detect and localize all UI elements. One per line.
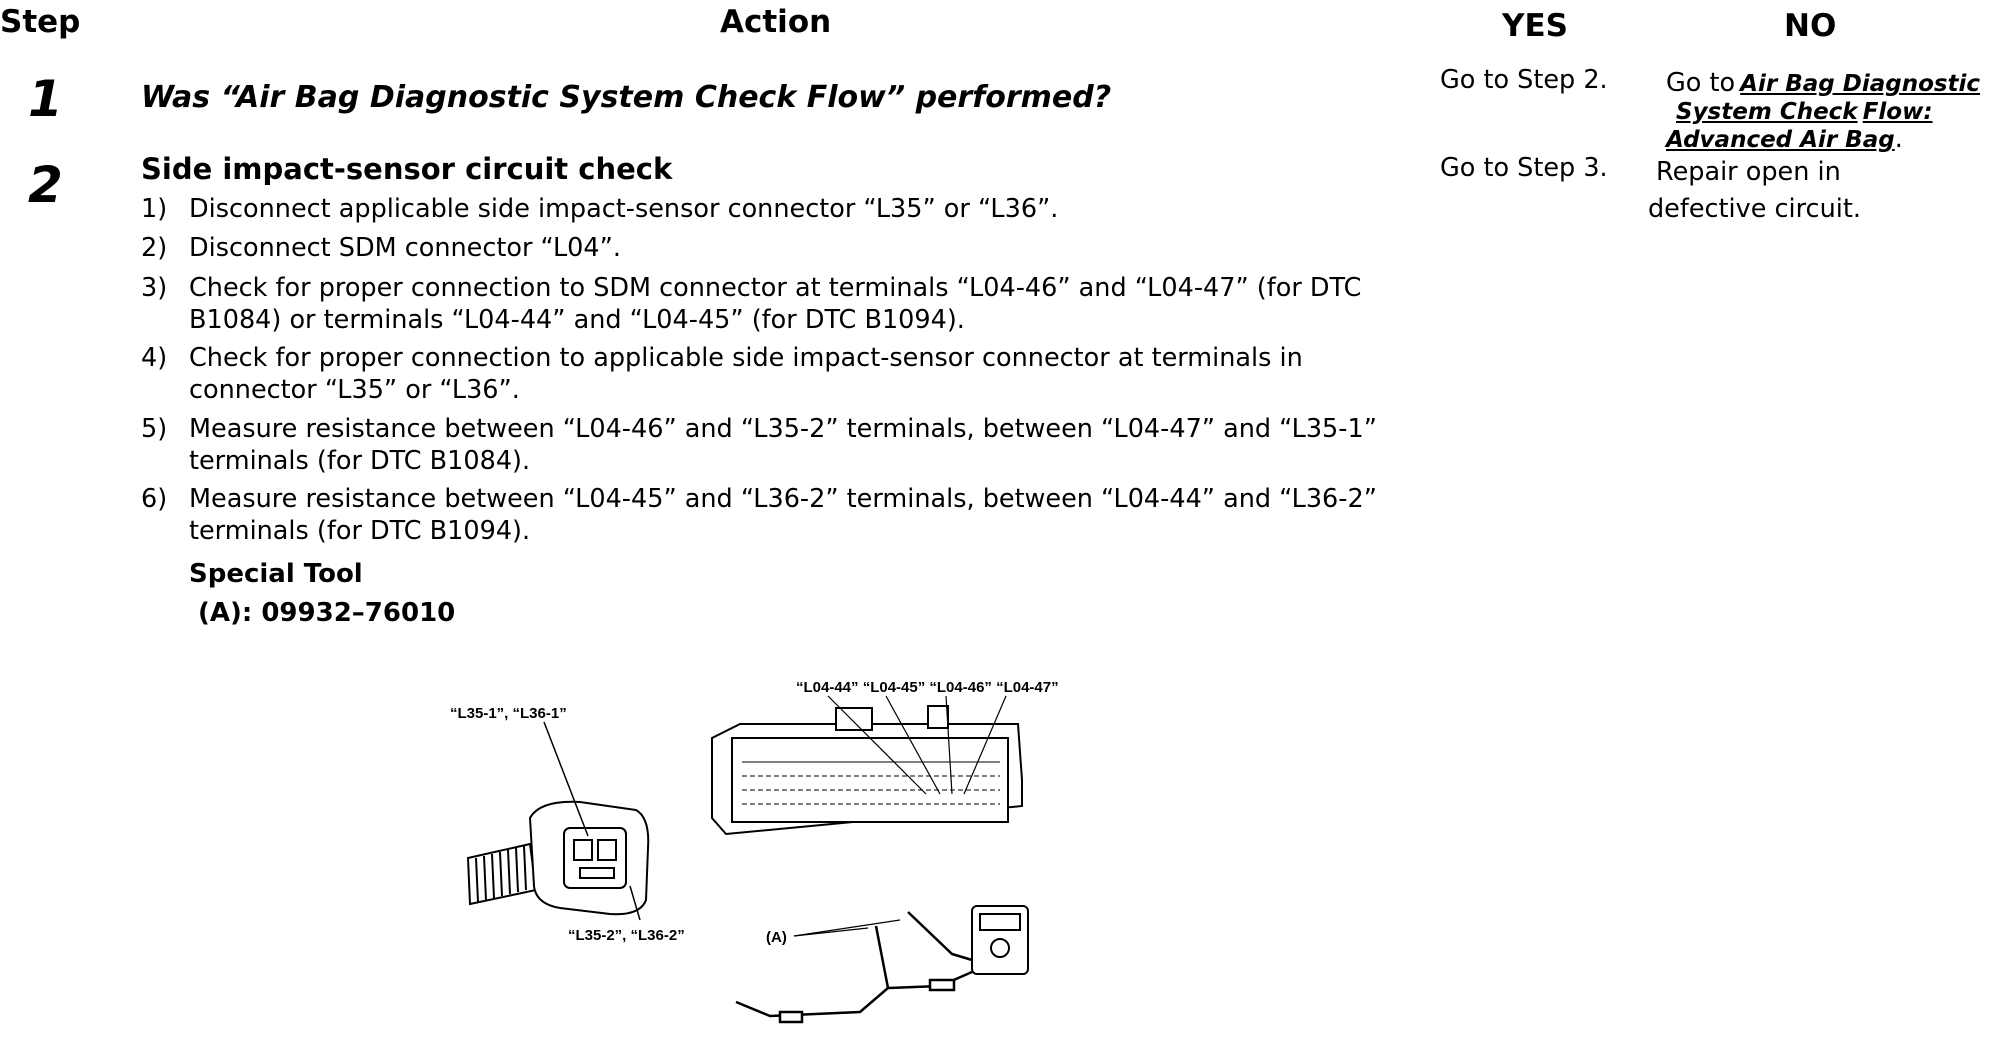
special-tool-label: Special Tool: [189, 559, 363, 589]
item-number: 3): [141, 273, 168, 303]
label-tool-a: (A): [766, 929, 787, 946]
item-number: 1): [141, 194, 168, 224]
column-header-yes: YES: [1502, 8, 1568, 44]
step-1-no-prefix: Go to: [1666, 68, 1736, 98]
item-number: 6): [141, 484, 168, 514]
leader-line: [629, 885, 641, 921]
item-text: Measure resistance between “L04-45” and …: [189, 484, 1377, 546]
step-1-number: 1: [28, 70, 63, 128]
leader-line: [543, 721, 589, 837]
step-1-no: Go to Air Bag Diagnostic System Check Fl…: [1666, 67, 1998, 155]
wiring-diagram: “L35-1”, “L36-1” “L35-2”, “L36-2” “L04-4…: [450, 679, 1059, 1024]
column-header-action: Action: [720, 4, 832, 40]
procedure-item: 2) Disconnect SDM connector “L04”.: [141, 232, 1431, 264]
step-1-yes: Go to Step 2.: [1440, 65, 1608, 95]
procedure-item: 1) Disconnect applicable side impact-sen…: [141, 193, 1431, 225]
leader-line: [793, 919, 901, 937]
item-text: Check for proper connection to applicabl…: [189, 343, 1303, 405]
item-text: Disconnect applicable side impact-sensor…: [189, 194, 1059, 224]
leader-line: [963, 695, 1007, 795]
step-2-title: Side impact-sensor circuit check: [141, 152, 673, 186]
procedure-item: 6) Measure resistance between “L04-45” a…: [141, 483, 1431, 547]
item-number: 5): [141, 414, 168, 444]
item-text: Measure resistance between “L04-46” and …: [189, 414, 1377, 476]
step-1-question: Was “Air Bag Diagnostic System Check Flo…: [141, 80, 1112, 115]
special-tool-value: (A): 09932–76010: [198, 598, 456, 628]
item-number: 2): [141, 233, 168, 263]
item-text: Disconnect SDM connector “L04”.: [189, 233, 621, 263]
sdm-connector: [711, 705, 1023, 836]
step-2-no-line-2: defective circuit.: [1648, 194, 1861, 224]
leader-line: [885, 695, 941, 795]
link-air-bag-diagnostic[interactable]: Air Bag Diagnostic: [1740, 71, 1981, 97]
leader-line: [827, 695, 927, 795]
procedure-item: 4) Check for proper connection to applic…: [141, 342, 1431, 406]
step-2-no-line-1: Repair open in: [1656, 157, 1841, 187]
link-flow[interactable]: Flow:: [1862, 99, 1933, 125]
step-1-no-suffix: .: [1894, 124, 1903, 154]
label-sdm-terminals: “L04-44” “L04-45” “L04-46” “L04-47”: [796, 679, 1059, 696]
link-system-check[interactable]: System Check: [1676, 99, 1858, 125]
link-advanced-air-bag[interactable]: Advanced Air Bag: [1666, 127, 1895, 153]
leader-line: [945, 695, 953, 795]
item-number: 4): [141, 343, 168, 373]
procedure-item: 3) Check for proper connection to SDM co…: [141, 272, 1431, 336]
step-2-yes: Go to Step 3.: [1440, 153, 1608, 183]
label-l35-2: “L35-2”, “L36-2”: [568, 927, 685, 944]
step-2-number: 2: [28, 156, 63, 214]
column-header-step: Step: [0, 4, 81, 40]
multimeter: [971, 905, 1029, 975]
side-impact-sensor-connector: [466, 800, 650, 916]
procedure-item: 5) Measure resistance between “L04-46” a…: [141, 413, 1431, 477]
column-header-no: NO: [1784, 8, 1837, 44]
item-text: Check for proper connection to SDM conne…: [189, 273, 1362, 335]
label-l35-1: “L35-1”, “L36-1”: [450, 705, 567, 722]
test-probes: [735, 911, 973, 1024]
